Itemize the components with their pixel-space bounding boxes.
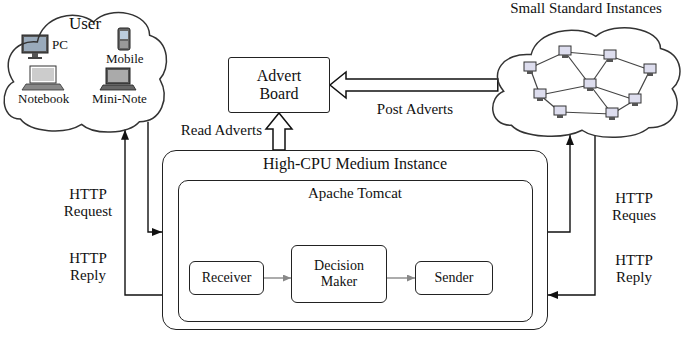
box-label: Receiver (202, 270, 252, 286)
host-icon (524, 62, 536, 74)
cloud-outline-path (493, 28, 680, 138)
illustration-stroke (632, 103, 638, 106)
notebook-icon (22, 66, 64, 90)
process-box: Decision Maker (291, 245, 387, 303)
device-label: Mobile (106, 52, 144, 67)
illustration-stroke (524, 62, 536, 71)
edge-label: HTTP Request (56, 186, 120, 221)
illustration-stroke (609, 117, 615, 120)
illustration-stroke (120, 31, 128, 39)
pc-icon (22, 35, 48, 59)
instance-network (530, 52, 650, 114)
edge-label: Read Adverts (160, 122, 262, 139)
illustration-stroke (587, 88, 593, 91)
illustration-stroke (590, 85, 635, 100)
host-icon (534, 89, 546, 101)
illustration-stroke (584, 79, 596, 88)
connector-arrow (548, 135, 570, 232)
illustration-stroke (604, 50, 616, 59)
illustration-stroke (100, 85, 136, 90)
illustration-stroke (32, 68, 54, 81)
host-icon (584, 79, 596, 91)
illustration-stroke (562, 55, 568, 58)
host-icon (644, 64, 656, 76)
illustration-stroke (537, 98, 543, 101)
edge-label: HTTP Reply (56, 250, 120, 285)
box-label: Advert Board (244, 67, 314, 104)
illustration-stroke (534, 89, 546, 98)
illustration-stroke (644, 64, 656, 73)
mini-note-icon (100, 68, 136, 90)
region-heading: User (0, 14, 170, 34)
device-label: PC (52, 38, 68, 53)
illustration-stroke (607, 59, 613, 62)
illustration-stroke (560, 112, 612, 114)
mobile-icon (118, 28, 130, 50)
illustration-stroke (108, 70, 128, 82)
illustration-stroke (647, 73, 653, 76)
device-label: Notebook (18, 92, 69, 107)
illustration-stroke (540, 85, 590, 95)
host-icon (604, 50, 616, 62)
region-heading: High-CPU Medium Instance (163, 155, 547, 173)
instance-box: High-CPU Medium InstanceApache TomcatRec… (162, 150, 548, 330)
host-icon (559, 46, 571, 58)
edge-label: HTTP Reply (602, 252, 666, 287)
connector-arrow (548, 135, 595, 295)
connector-arrow (264, 277, 291, 278)
device-label: Mini-Note (92, 92, 147, 107)
cloud-outline (488, 18, 684, 140)
illustration-stroke (30, 66, 56, 83)
host-icon (554, 106, 566, 118)
illustration-stroke (629, 94, 641, 103)
illustration-stroke (557, 115, 563, 118)
edge-label: HTTP Reques (602, 190, 666, 225)
process-box: Receiver (189, 261, 264, 295)
illustration-stroke (22, 35, 48, 53)
illustration-stroke (28, 57, 42, 59)
region-heading: Apache Tomcat (179, 185, 532, 202)
illustration-stroke (120, 41, 128, 48)
illustration-stroke (24, 37, 46, 51)
instance-hosts (524, 46, 656, 120)
illustration-stroke (32, 53, 38, 57)
host-icon (629, 94, 641, 106)
illustration-stroke (527, 71, 533, 74)
connector-arrow (387, 277, 415, 278)
illustration-stroke (606, 108, 618, 117)
illustration-stroke (118, 28, 130, 50)
illustration-stroke (559, 46, 571, 55)
connector-arrow (125, 130, 162, 295)
box-label: Decision Maker (304, 258, 374, 290)
advert-board: Advert Board (228, 57, 330, 113)
host-icon (606, 108, 618, 120)
region-heading: Small Standard Instances (488, 0, 684, 17)
tomcat-box: Apache TomcatReceiver Decision Maker Sende… (178, 180, 533, 322)
block-arrow (330, 72, 498, 98)
block-arrow (266, 113, 292, 150)
illustration-stroke (554, 106, 566, 115)
box-label: Sender (435, 270, 474, 286)
illustration-stroke (565, 52, 610, 56)
edge-label: Post Adverts (360, 101, 470, 118)
instances-cloud: Small Standard Instances (488, 0, 684, 140)
illustration-stroke (22, 84, 64, 90)
user-cloud: User (0, 2, 170, 135)
illustration-stroke (106, 68, 130, 84)
process-box: Sender (415, 261, 493, 295)
